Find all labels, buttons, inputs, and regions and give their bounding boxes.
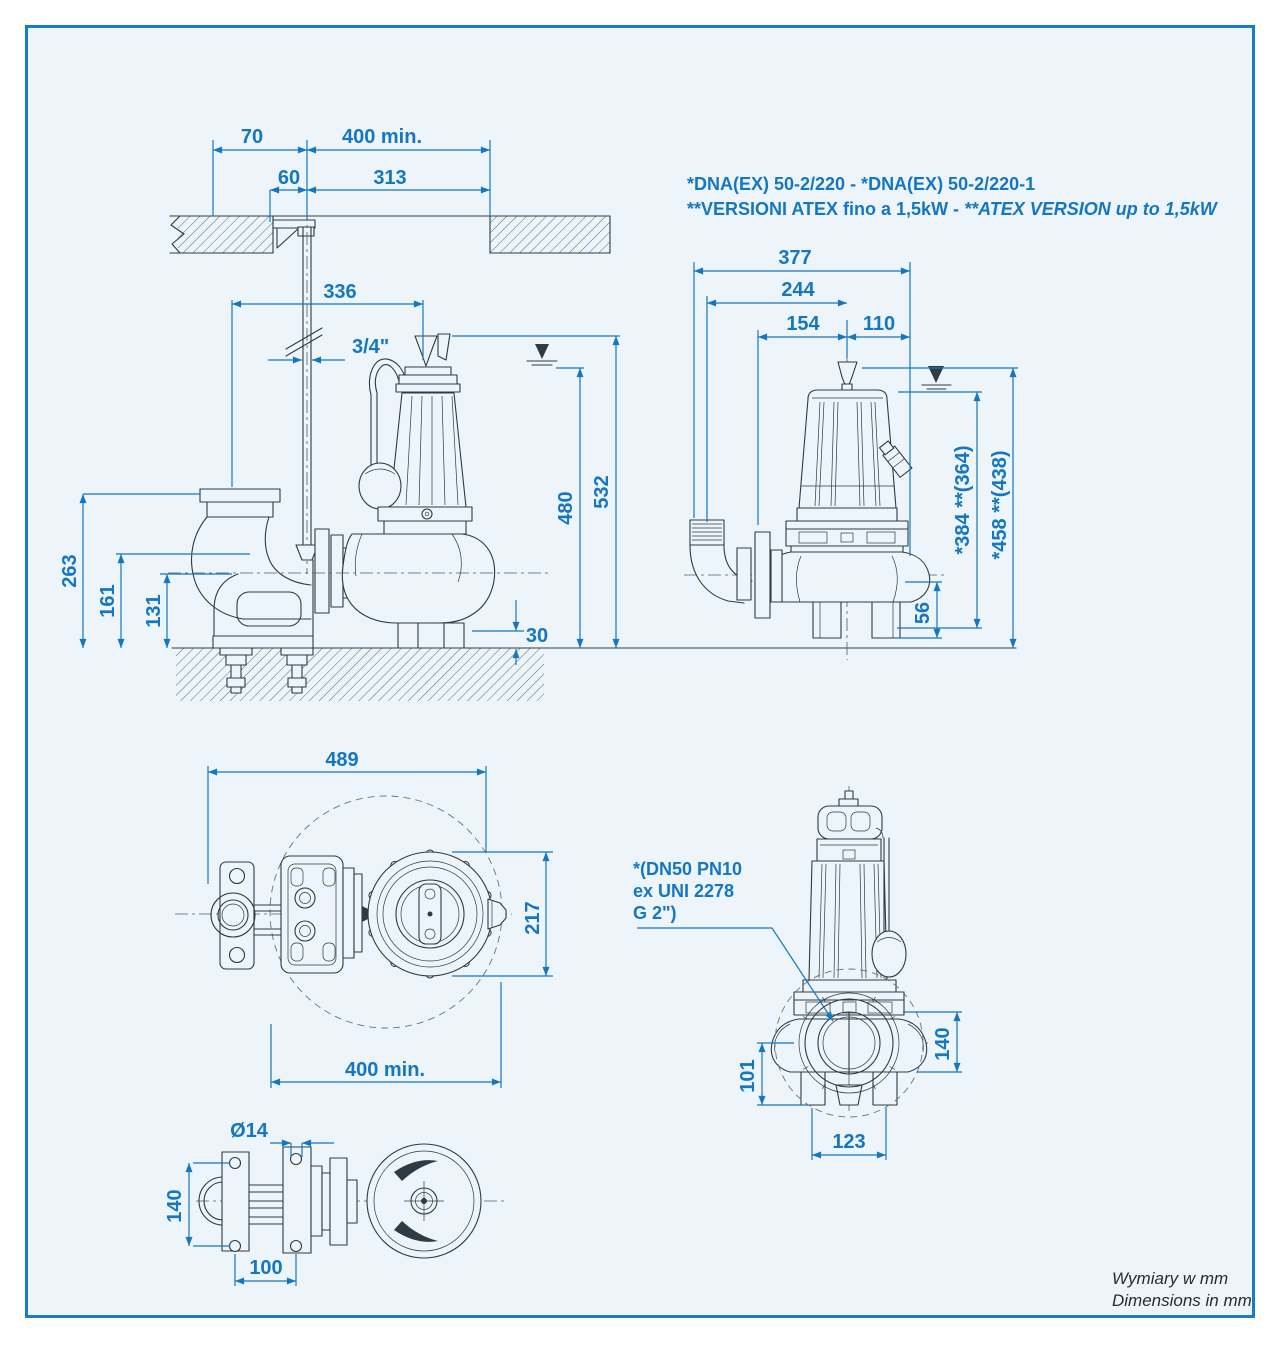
dim-30: 30 <box>526 625 548 647</box>
model-note-line1: *DNA(EX) 50-2/220 - *DNA(EX) 50-2/220-1 <box>687 174 1036 194</box>
dim-154: 154 <box>786 313 820 335</box>
pump-front-view-2: 101 140 123 <box>637 786 962 1160</box>
atex-note-italic: **ATEX VERSION up to 1,5kW <box>964 199 1217 219</box>
dim-400-min-top: 400 min. <box>342 126 422 148</box>
base-top-view: Ø14 140 100 <box>164 1120 508 1286</box>
dim-217: 217 <box>522 901 544 934</box>
dim-dia14: Ø14 <box>230 1120 269 1142</box>
upper-guide-bracket <box>272 219 316 249</box>
discharge-note-line1: *(DN50 PN10 <box>633 859 743 879</box>
discharge-note-line3: G 2") <box>633 903 677 923</box>
dim-100: 100 <box>249 1257 282 1279</box>
atex-note-regular: **VERSIONI ATEX fino a 1,5kW - <box>687 199 965 219</box>
dim-489: 489 <box>325 749 358 771</box>
pump-top-view: 489 217 400 min. <box>175 749 553 1088</box>
dim-377: 377 <box>778 247 811 269</box>
front-discharge-elbow <box>689 519 783 619</box>
discharge-note-leader <box>637 927 834 1022</box>
dim-458: *458 **(438) <box>989 451 1011 560</box>
dim-60: 60 <box>278 167 300 189</box>
dim-480: 480 <box>555 491 577 524</box>
suction-cover-bolts <box>802 996 896 1090</box>
dim-56: 56 <box>912 602 934 624</box>
front-view-dimensions: 377 244 154 110 *384 **(364) *458 **(438… <box>693 247 1018 648</box>
dim-101: 101 <box>737 1059 759 1092</box>
discharge-flange-note: *(DN50 PN10 ex UNI 2278 G 2") <box>633 858 742 924</box>
dim-400-min-bottom: 400 min. <box>345 1059 425 1081</box>
pump-front-body <box>765 361 931 639</box>
model-note: *DNA(EX) 50-2/220 - *DNA(EX) 50-2/220-1 … <box>687 172 1217 222</box>
dim-3-4-inch: 3/4" <box>352 336 389 358</box>
dim-336: 336 <box>323 281 356 303</box>
dim-313: 313 <box>373 167 406 189</box>
water-level-symbol <box>526 344 558 366</box>
discharge-note-line2: ex UNI 2278 <box>633 881 735 901</box>
dim-161: 161 <box>97 584 119 617</box>
top-view-body <box>210 849 507 979</box>
pump-side-body <box>341 333 496 649</box>
pump-front-view: 377 244 154 110 *384 **(364) *458 **(438… <box>684 247 1018 660</box>
units-note-line2: Dimensions in mm <box>1112 1291 1252 1310</box>
dim-140-base: 140 <box>164 1189 186 1222</box>
cable-gland <box>878 440 913 478</box>
units-note-line1: Wymiary w mm <box>1112 1269 1229 1288</box>
pump-front-2-body <box>770 790 928 1118</box>
installation-dimensions: 70 400 min. 60 313 336 3/4" 263 161 <box>59 126 620 665</box>
dim-131: 131 <box>143 594 165 627</box>
model-note-line2: **VERSIONI ATEX fino a 1,5kW - **ATEX VE… <box>687 197 1217 222</box>
units-note: Wymiary w mm Dimensions in mm <box>1112 1268 1252 1312</box>
base-top-body <box>198 1143 482 1259</box>
dim-532: 532 <box>591 475 613 508</box>
dim-263: 263 <box>59 554 81 587</box>
base-view-dimensions: Ø14 140 100 <box>164 1120 334 1286</box>
top-view-dimensions: 489 217 400 min. <box>207 749 553 1088</box>
guide-pipe <box>285 208 323 574</box>
water-level-symbol-front <box>921 366 952 390</box>
dim-244: 244 <box>781 279 815 301</box>
installation-side-view: 70 400 min. 60 313 336 3/4" 263 161 <box>59 126 1017 701</box>
dim-140-front: 140 <box>932 1027 954 1060</box>
duckfoot-bend <box>191 488 352 649</box>
dim-110: 110 <box>863 313 895 335</box>
volute-top-circle <box>367 849 507 979</box>
dim-70: 70 <box>241 126 263 148</box>
dim-384: *384 **(364) <box>952 446 974 555</box>
front-view-2-dimensions: 101 140 123 <box>737 1011 962 1160</box>
dim-123: 123 <box>832 1131 865 1153</box>
ceiling-slab <box>169 215 611 254</box>
anchor-bolts <box>219 647 314 694</box>
